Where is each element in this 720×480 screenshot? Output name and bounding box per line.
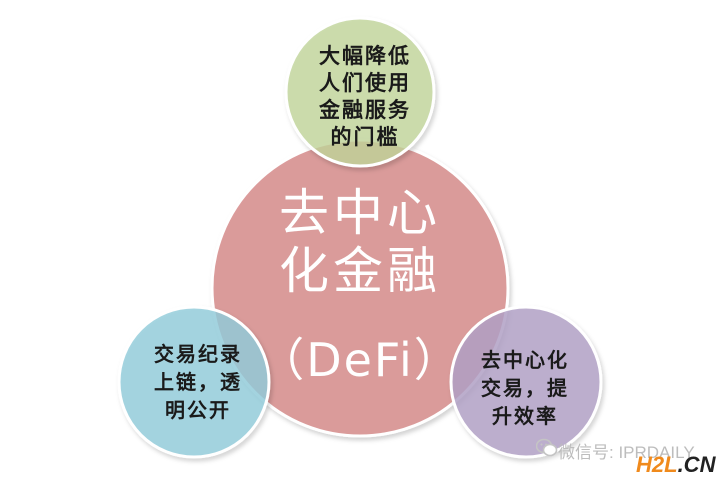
right-label-line-3: 升效率	[492, 404, 558, 428]
left-label-line-3: 明公开	[165, 398, 231, 422]
right-circle	[449, 305, 603, 459]
right-circle-label: 去中心化 交易，提 升效率	[460, 346, 590, 430]
center-title: 去中心 化金融	[240, 184, 480, 300]
top-label-line-2: 人们使用	[319, 70, 411, 95]
top-label-line-3: 金融服务	[319, 97, 411, 122]
right-label-line-1: 去中心化	[481, 348, 569, 372]
center-abbr: （DeFi）	[258, 333, 462, 387]
watermark: 微信号: IPRDAILY H2L.CN	[536, 436, 716, 477]
h2l-logo: H2L.CN	[636, 452, 715, 478]
center-title-line-1: 去中心	[279, 184, 441, 242]
top-label-line-4: 的门槛	[330, 124, 400, 149]
h2l-logo-main: H2L	[636, 452, 678, 477]
top-circle-label: 大幅降低 人们使用 金融服务 的门槛	[290, 42, 440, 150]
top-label-line-1: 大幅降低	[319, 43, 411, 68]
h2l-logo-suffix: .CN	[677, 452, 716, 477]
left-label-line-2: 上链，透	[154, 370, 242, 394]
wechat-icon	[536, 438, 558, 457]
left-circle-label: 交易纪录 上链，透 明公开	[128, 340, 268, 424]
left-circle	[117, 305, 271, 459]
top-circle	[284, 16, 436, 168]
right-label-line-2: 交易，提	[481, 376, 569, 400]
watermark-text: 微信号: IPRDAILY	[558, 443, 695, 462]
left-label-line-1: 交易纪录	[154, 342, 242, 366]
center-title-line-2: 化金融	[279, 242, 441, 300]
